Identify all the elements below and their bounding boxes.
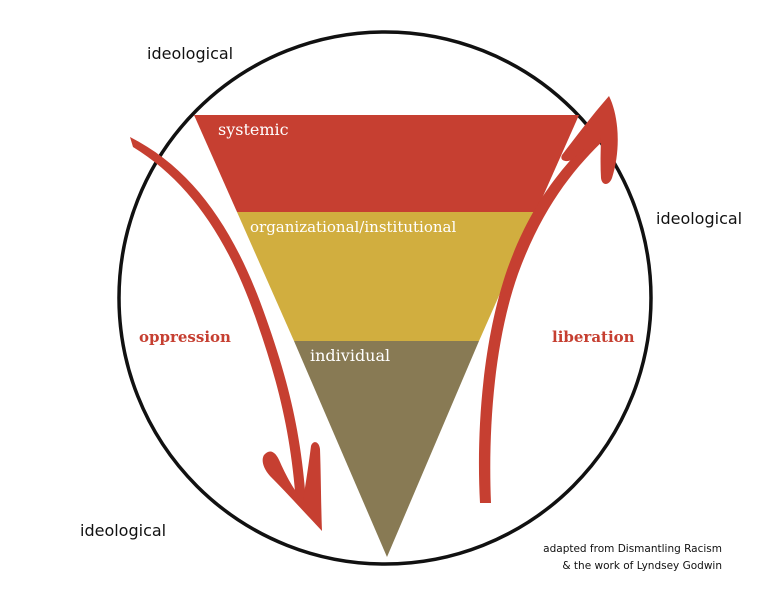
band-systemic <box>194 115 579 212</box>
credit-note: adapted from Dismantling Racism & the wo… <box>543 541 722 575</box>
liberation-label: liberation <box>552 328 635 346</box>
credit-line-2: & the work of Lyndsey Godwin <box>562 560 722 572</box>
ideological-label-top-left: ideological <box>147 44 234 63</box>
level-label-organizational-institutional: organizational/institutional <box>250 218 457 236</box>
level-label-systemic: systemic <box>218 120 289 139</box>
outer-circle <box>117 30 653 566</box>
oppression-label: oppression <box>139 328 231 346</box>
liberation-arrow-head <box>561 96 618 184</box>
liberation-arrow-shaft <box>478 130 606 503</box>
level-label-individual: individual <box>310 346 391 365</box>
credit-line-1: adapted from Dismantling Racism <box>543 543 722 555</box>
ideological-label-bottom-left: ideological <box>80 521 167 540</box>
band-organizational-institutional <box>237 212 536 341</box>
ideological-label-right: ideological <box>656 209 743 228</box>
oppression-arrow-head <box>262 442 322 531</box>
band-individual <box>294 341 479 557</box>
